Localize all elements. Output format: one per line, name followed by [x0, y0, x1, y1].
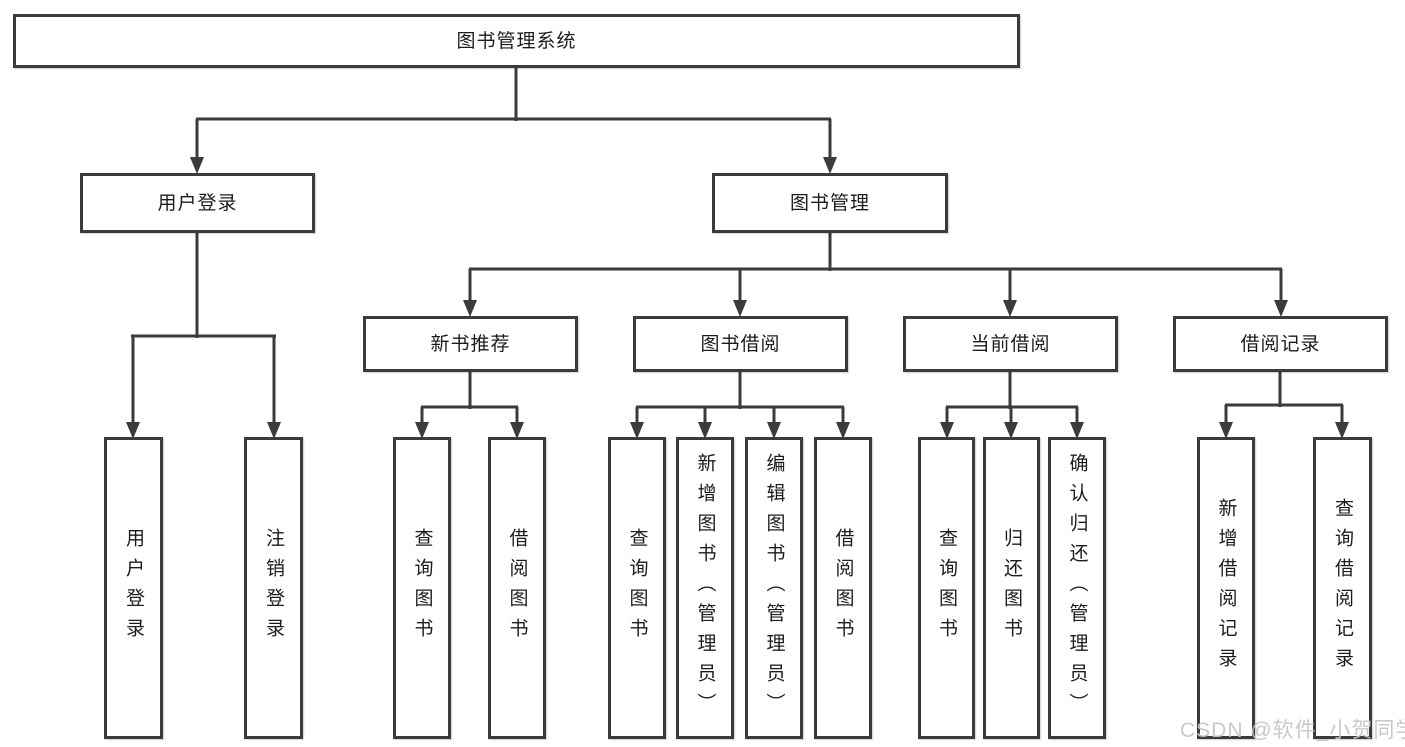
leaf-add-book-admin-label: 新增图书（管理员） [694, 453, 716, 723]
leaf-query-books-recommend: 查询图书 [393, 437, 451, 739]
leaf-edit-book-admin: 编辑图书（管理员） [745, 437, 803, 739]
arrow-down-icon [733, 300, 747, 317]
book-borrow-box: 图书借阅 [633, 316, 848, 372]
root-box-label: 图书管理系统 [456, 30, 577, 52]
connector-vline [514, 68, 518, 121]
arrow-stem [703, 407, 707, 425]
leaf-borrow-books: 借阅图书 [814, 437, 872, 739]
arrow-stem [841, 407, 845, 425]
new-book-recommend-box: 新书推荐 [363, 316, 578, 372]
connector-vline [738, 372, 742, 409]
arrow-down-icon [415, 422, 429, 439]
leaf-return-books-label: 归还图书 [1001, 528, 1022, 648]
leaf-query-books-recommend-label: 查询图书 [411, 528, 433, 648]
leaf-add-borrow-record-label: 新增借阅记录 [1215, 498, 1237, 678]
arrow-down-icon [940, 422, 954, 439]
leaf-add-book-admin: 新增图书（管理员） [676, 437, 734, 739]
connector-hline [421, 405, 518, 409]
arrow-stem [1009, 407, 1013, 425]
arrow-stem [515, 407, 519, 425]
leaf-query-books-borrow: 查询图书 [608, 437, 666, 739]
user-login-box-label: 用户登录 [157, 192, 238, 214]
connector-vline [828, 233, 832, 271]
leaf-edit-book-admin-label: 编辑图书（管理员） [763, 453, 785, 723]
arrow-down-icon [1004, 422, 1018, 439]
arrow-stem [1340, 405, 1344, 425]
new-book-recommend-box-label: 新书推荐 [430, 333, 511, 355]
csdn-watermark: CSDN @软件_小贺同学 [1180, 719, 1405, 742]
arrow-down-icon [190, 157, 204, 174]
arrow-down-icon [1335, 422, 1349, 439]
leaf-borrow-books-recommend-label: 借阅图书 [506, 528, 528, 648]
arrow-down-icon [767, 422, 781, 439]
arrow-stem [1008, 269, 1012, 303]
arrow-down-icon [630, 422, 644, 439]
connector-vline [468, 372, 472, 409]
arrow-stem [131, 336, 135, 425]
book-management-box: 图书管理 [712, 173, 948, 233]
connector-hline [1225, 403, 1343, 407]
connector-hline [196, 117, 831, 121]
borrow-record-box-label: 借阅记录 [1240, 333, 1321, 355]
arrow-stem [195, 119, 199, 160]
arrow-down-icon [126, 422, 140, 439]
arrow-stem [1075, 407, 1079, 425]
arrow-down-icon [1274, 300, 1288, 317]
leaf-confirm-return-admin-label: 确认归还（管理员） [1066, 453, 1088, 723]
leaf-return-books: 归还图书 [983, 437, 1040, 739]
current-borrow-box-label: 当前借阅 [970, 333, 1051, 355]
leaf-user-login: 用户登录 [104, 437, 163, 739]
connector-vline [195, 233, 199, 338]
arrow-stem [945, 407, 949, 425]
leaf-borrow-books-label: 借阅图书 [832, 528, 854, 648]
user-login-box: 用户登录 [80, 173, 315, 233]
leaf-logout: 注销登录 [244, 437, 303, 739]
book-management-box-label: 图书管理 [789, 192, 870, 214]
arrow-stem [420, 407, 424, 425]
arrow-down-icon [510, 422, 524, 439]
arrow-down-icon [823, 157, 837, 174]
arrow-stem [468, 269, 472, 303]
arrow-stem [738, 269, 742, 303]
arrow-down-icon [463, 300, 477, 317]
arrow-down-icon [1070, 422, 1084, 439]
leaf-query-borrow-record: 查询借阅记录 [1313, 437, 1372, 739]
arrow-stem [772, 407, 776, 425]
connector-hline [469, 267, 1282, 271]
connector-vline [1278, 372, 1282, 407]
leaf-logout-label: 注销登录 [263, 528, 284, 648]
leaf-query-books-current-label: 查询图书 [936, 528, 957, 648]
leaf-query-borrow-record-label: 查询借阅记录 [1332, 498, 1353, 678]
leaf-query-books-borrow-label: 查询图书 [626, 528, 648, 648]
leaf-user-login-label: 用户登录 [123, 528, 144, 648]
arrow-down-icon [1003, 300, 1017, 317]
arrow-down-icon [698, 422, 712, 439]
book-borrow-box-label: 图书借阅 [700, 333, 781, 355]
borrow-record-box: 借阅记录 [1173, 316, 1388, 372]
leaf-borrow-books-recommend: 借阅图书 [488, 437, 546, 739]
arrow-stem [1224, 405, 1228, 425]
arrow-down-icon [836, 422, 850, 439]
arrow-down-icon [267, 422, 281, 439]
arrow-stem [635, 407, 639, 425]
current-borrow-box: 当前借阅 [903, 316, 1118, 372]
connector-vline [1008, 372, 1012, 409]
connector-hline [636, 405, 844, 409]
leaf-add-borrow-record: 新增借阅记录 [1197, 437, 1255, 739]
root-box: 图书管理系统 [13, 14, 1020, 68]
arrow-stem [1279, 269, 1283, 303]
leaf-confirm-return-admin: 确认归还（管理员） [1048, 437, 1106, 739]
connector-hline [131, 334, 276, 338]
arrow-down-icon [1219, 422, 1233, 439]
arrow-stem [272, 336, 276, 425]
leaf-query-books-current: 查询图书 [918, 437, 975, 739]
arrow-stem [828, 119, 832, 160]
